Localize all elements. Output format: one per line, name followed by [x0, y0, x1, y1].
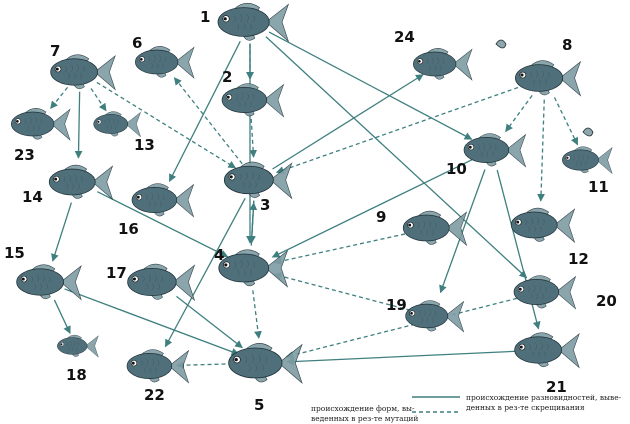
fish-label-22: 22 [144, 386, 165, 404]
legend-dashed-label-line1: происхождение форм, вы- [311, 404, 415, 413]
mutation-arrow-8-to-10 [505, 95, 533, 133]
fish-label-10: 10 [446, 160, 467, 178]
legend-dashed-label-line2: веденных в рез-те мутаций [311, 414, 418, 423]
fish-6 [134, 45, 195, 79]
cross-arrow-1-to-10 [268, 31, 473, 140]
legend: происхождение разновидностей, выве- денн… [311, 393, 622, 423]
fish-label-24: 24 [394, 28, 415, 46]
fish-15 [16, 264, 82, 301]
fish-22 [126, 349, 189, 384]
mutation-arrow-19-to-4 [273, 272, 411, 311]
fish-label-1: 1 [200, 8, 210, 26]
fish-23 [10, 107, 71, 141]
cross-arrow-10-to-21 [496, 169, 541, 330]
mutation-arrow-7-to-3 [96, 81, 237, 169]
fish-12 [510, 207, 575, 243]
mutation-arrow-3-to-4 [247, 200, 256, 244]
fish-11 [561, 146, 613, 174]
cross-arrow-14-to-4 [97, 191, 229, 258]
mutation-arrow-8-to-3 [275, 84, 525, 174]
cross-arrow-15-to-18 [53, 299, 71, 335]
cross-arrow-21-to-5 [286, 350, 525, 366]
fish-8 [515, 60, 581, 97]
goldfish-head-icon-a [495, 39, 507, 49]
cross-arrow-3-to-24 [272, 74, 424, 170]
fish-17 [127, 263, 195, 301]
fish-2 [221, 83, 284, 118]
fish-label-4: 4 [214, 246, 224, 264]
mutation-arrow-7-to-23 [50, 86, 69, 110]
mutation-arrow-20-to-5 [285, 296, 524, 359]
fish-label-19: 19 [386, 296, 407, 314]
cross-arrow-10-to-19 [439, 169, 486, 294]
fish-19 [405, 300, 465, 333]
fish-label-5: 5 [254, 396, 264, 414]
fish-label-11: 11 [588, 178, 609, 196]
legend-solid-label-line2: денных в рез-те скрещивания [466, 403, 585, 412]
fish-label-18: 18 [66, 366, 87, 384]
fish-label-23: 23 [14, 146, 35, 164]
fish-label-21: 21 [546, 378, 567, 396]
cross-arrow-14-to-15 [51, 202, 73, 262]
fish-label-7: 7 [50, 42, 60, 60]
fish-21 [514, 332, 580, 368]
fish-18 [57, 334, 99, 358]
edges-layer [50, 31, 579, 370]
mutation-arrow-7-to-13 [90, 88, 107, 112]
fish-label-8: 8 [562, 36, 572, 54]
fish-20 [513, 275, 576, 310]
fish-label-17: 17 [106, 264, 127, 282]
fish-9 [402, 210, 467, 246]
fish-13 [93, 111, 141, 138]
fish-label-3: 3 [260, 196, 270, 214]
cross-arrow-10-to-4 [271, 158, 474, 258]
mutation-arrow-4-to-5 [252, 290, 262, 339]
cross-arrow-15-to-5 [64, 288, 240, 356]
fish-1 [217, 2, 289, 42]
cross-arrow-17-to-5 [176, 295, 243, 349]
mutation-arrow-8-to-12 [537, 99, 545, 202]
cross-arrow-7-to-14 [74, 91, 83, 159]
cross-arrow-3-to-22 [164, 197, 246, 348]
fish-label-9: 9 [376, 208, 386, 226]
goldfish-head-icon-b [582, 127, 594, 137]
fish-label-6: 6 [132, 34, 142, 52]
mutation-arrow-2-to-3 [249, 118, 258, 158]
fish-label-16: 16 [118, 220, 139, 238]
fish-label-12: 12 [568, 250, 589, 268]
fish-label-20: 20 [596, 292, 617, 310]
fish-label-14: 14 [22, 188, 43, 206]
fish-5 [228, 342, 303, 384]
cross-arrow-1-to-16 [168, 40, 241, 182]
mutation-arrow-3-to-6 [173, 77, 243, 165]
mutation-arrow-9-to-4 [273, 231, 412, 265]
cross-arrow-1-to-20 [265, 36, 528, 279]
fish-label-15: 15 [4, 244, 25, 262]
mutation-arrow-8-to-11 [553, 97, 579, 146]
legend-solid-label-line1: происхождение разновидностей, выве- [466, 393, 622, 402]
fish-label-13: 13 [134, 136, 155, 154]
fish-10 [463, 133, 526, 168]
fish-label-2: 2 [222, 68, 232, 86]
fish-16 [131, 183, 195, 218]
